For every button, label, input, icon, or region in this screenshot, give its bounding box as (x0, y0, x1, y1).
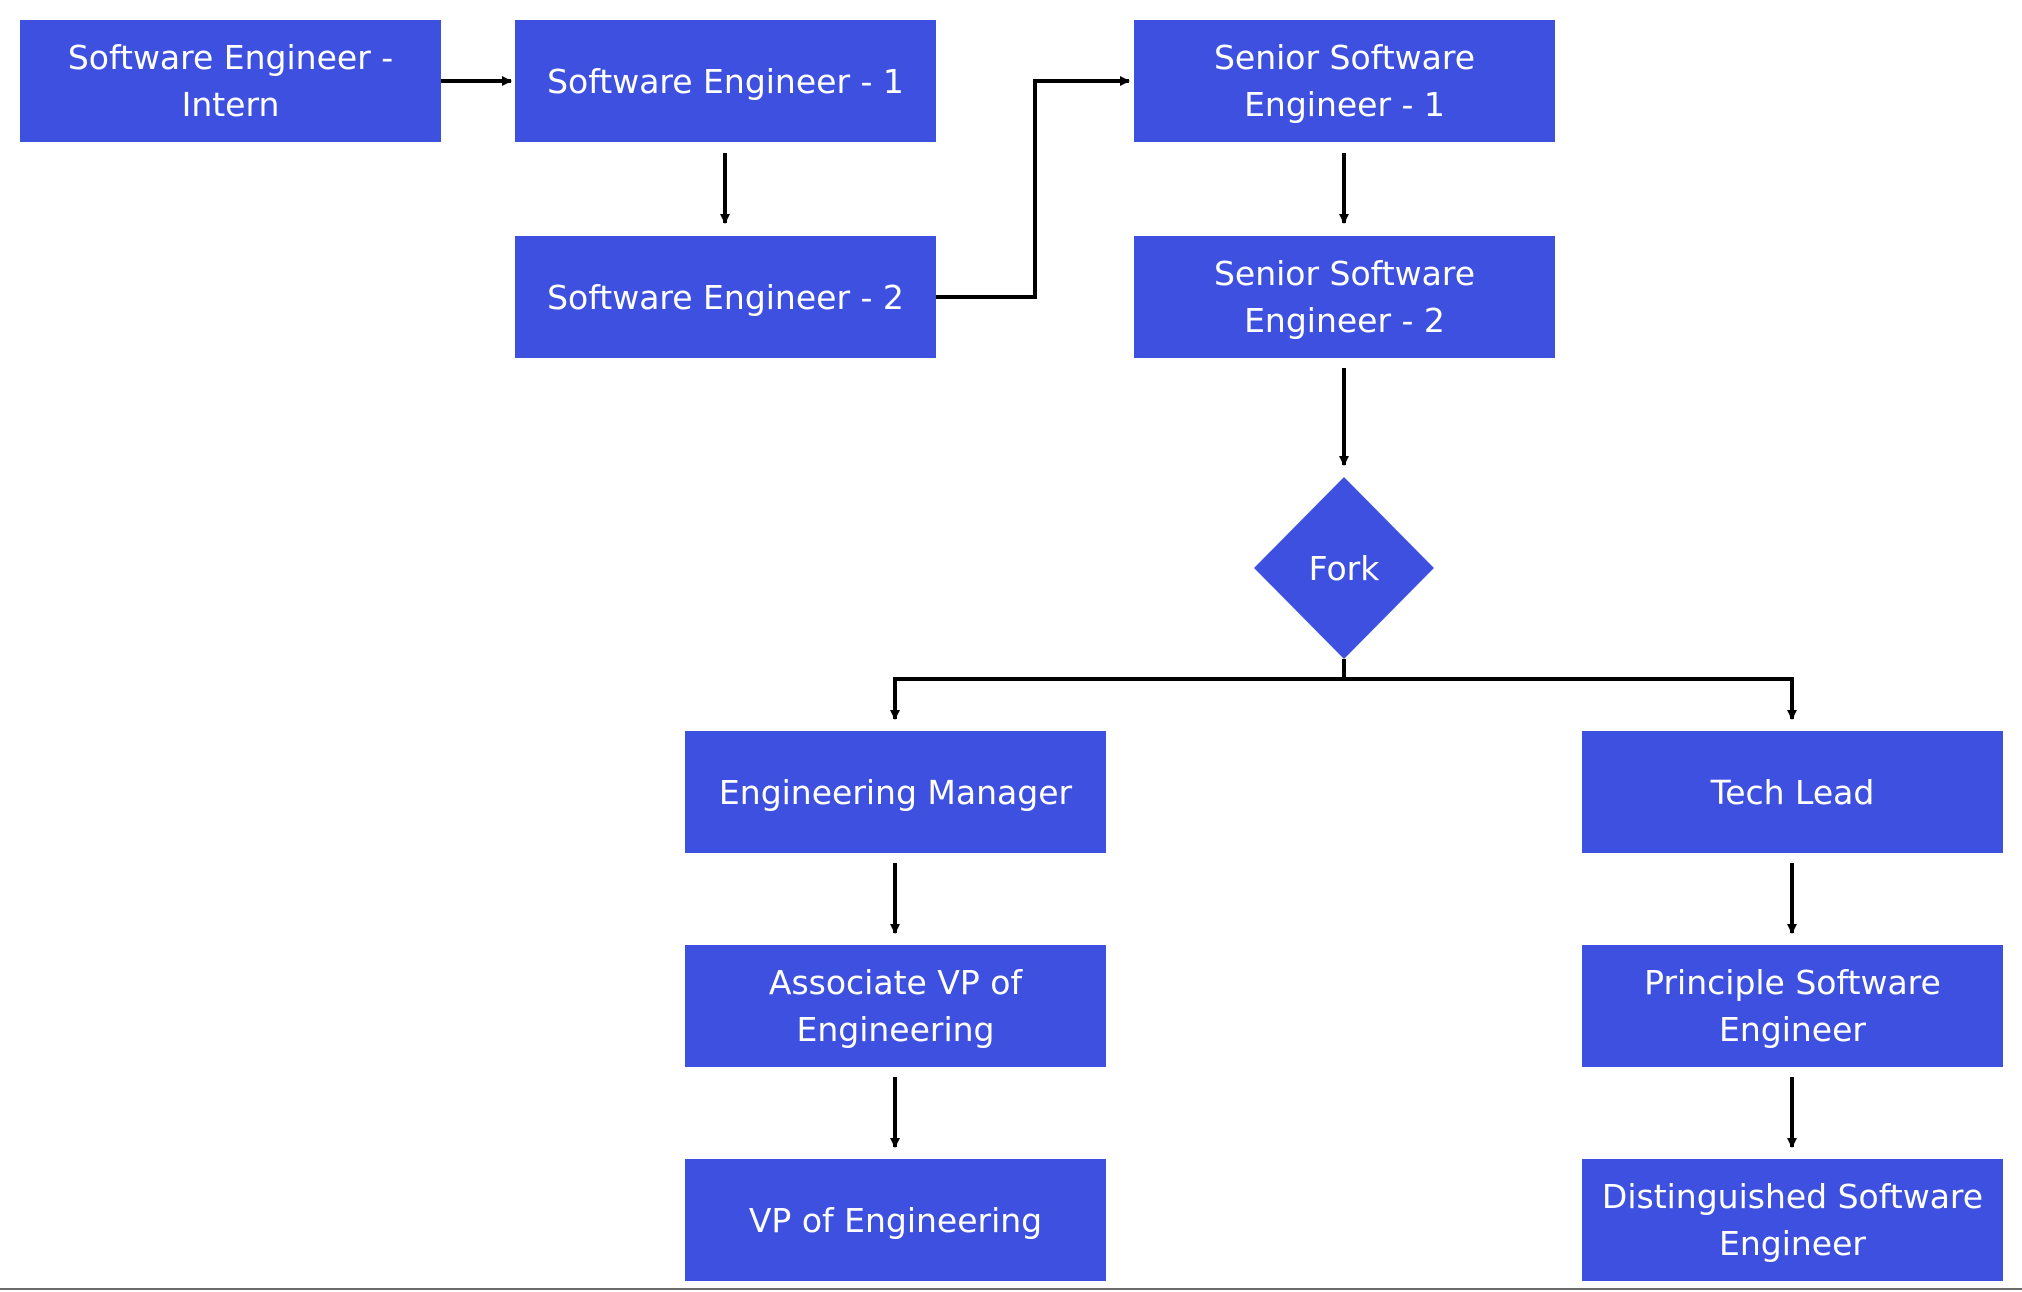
node-software-engineer-intern: Software Engineer - Intern (20, 20, 441, 142)
node-label: Tech Lead (1710, 772, 1875, 812)
node-label: Senior Software Engineer - 2 (1213, 254, 1476, 340)
node-software-engineer-2: Software Engineer - 2 (515, 236, 936, 358)
node-associate-vp-of-engineering: Associate VP of Engineering (685, 945, 1106, 1067)
fork-diamond (1254, 477, 1434, 659)
node-vp-of-engineering: VP of Engineering (685, 1159, 1106, 1281)
node-label: Software Engineer - Intern (67, 38, 394, 124)
bottom-divider (0, 1288, 2022, 1290)
node-label: Senior Software Engineer - 1 (1213, 38, 1476, 124)
node-principle-software-engineer: Principle Software Engineer (1582, 945, 2003, 1067)
fork-label: Fork (1308, 548, 1380, 588)
connector-se2-to-sse1 (936, 76, 1130, 299)
connector-fork-to-tl (1344, 677, 1797, 720)
node-senior-software-engineer-1: Senior Software Engineer - 1 (1134, 20, 1555, 142)
node-label: Software Engineer - 1 (547, 61, 904, 101)
node-senior-software-engineer-2: Senior Software Engineer - 2 (1134, 236, 1555, 358)
node-label: Principle Software Engineer (1644, 963, 1941, 1049)
node-tech-lead: Tech Lead (1582, 731, 2003, 853)
node-software-engineer-1: Software Engineer - 1 (515, 20, 936, 142)
node-label: VP of Engineering (748, 1200, 1043, 1240)
node-label: Associate VP of Engineering (768, 963, 1023, 1049)
node-distinguished-software-engineer: Distinguished Software Engineer (1582, 1159, 2003, 1281)
node-label: Engineering Manager (718, 772, 1073, 812)
connector-fork-to-em (890, 659, 1346, 720)
node-engineering-manager: Engineering Manager (685, 731, 1106, 853)
node-label: Distinguished Software Engineer (1601, 1177, 1984, 1263)
node-label: Software Engineer - 2 (547, 277, 904, 317)
